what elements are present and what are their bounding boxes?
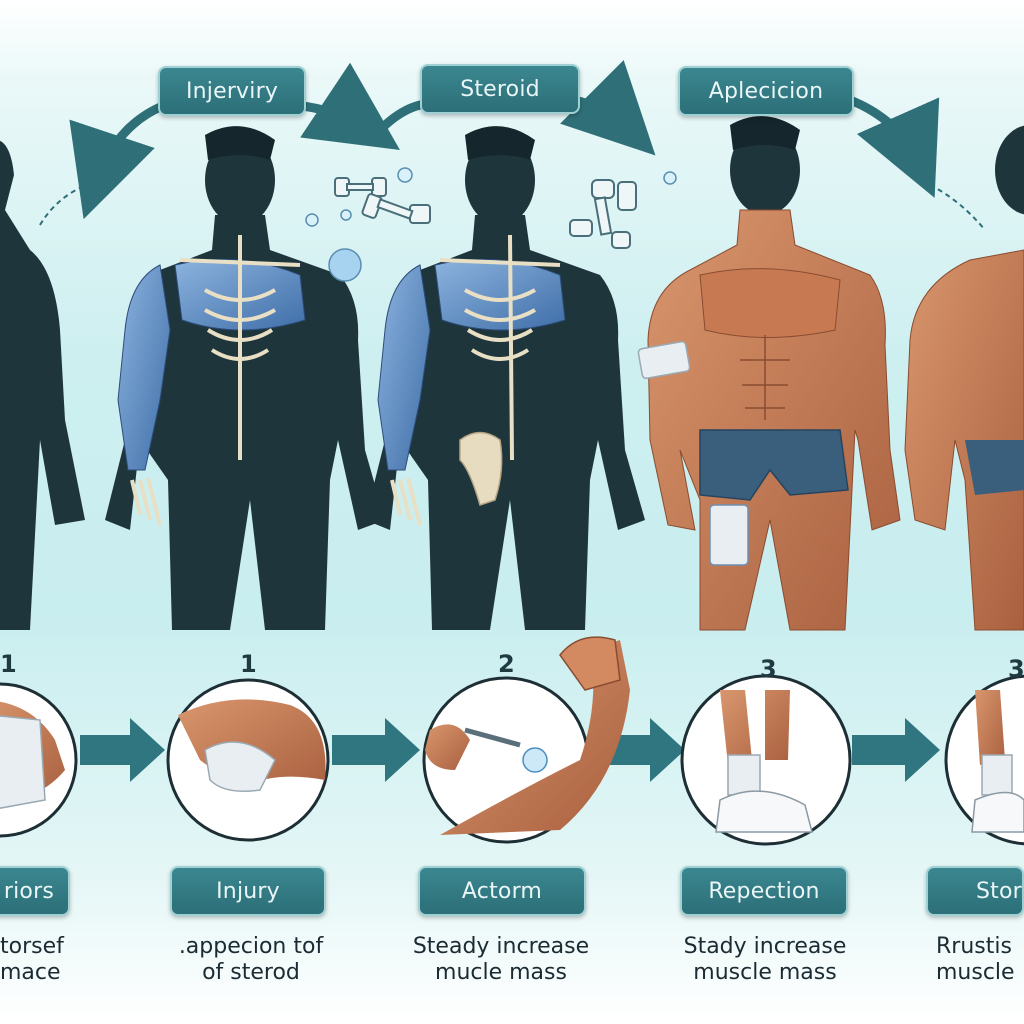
step-circle-4 [680,674,852,846]
caption-2: .appecion tof of sterod [156,934,346,986]
dumbbell-icon-2 [569,179,637,249]
caption-5: Rrustis muscle [936,934,1024,986]
caption-line: of sterod [202,960,300,985]
caption-line: .appecion tof [178,934,324,959]
caption-3: Steady increase mucle mass [396,934,606,986]
step-number: 2 [498,650,515,678]
figure-silhouette-left [0,140,85,630]
dumbbell-icon [334,177,431,224]
step-circle-1 [0,682,78,838]
bottom-label-1: riors [0,866,70,916]
caption-line: torsef [0,934,64,959]
figure-muscular [637,116,901,631]
caption-line: Stady increase [683,934,847,959]
bubble-icons [305,167,677,282]
top-label-application: Aplecicion [678,66,854,116]
dashed-arrow-left [39,187,81,226]
bottom-label-action: Actorm [418,866,586,916]
caption-4: Stady increase muscle mass [660,934,870,986]
step-circle-2 [166,678,330,842]
caption-1: torsef mace [0,934,80,986]
top-label-injury: Injerviry [158,66,306,116]
figure-injured-skeleton [105,126,385,630]
figure-muscular-right [904,125,1024,631]
step-circle-5 [944,674,1024,846]
step-number: 1 [240,650,257,678]
caption-line: muscle mass [693,960,837,985]
step-number: 3 [1008,655,1024,683]
caption-line: Steady increase [412,934,590,959]
step-number: 3 [760,655,777,683]
caption-line: muscle [936,960,1015,985]
figure-steroid-skeleton [365,126,645,630]
bottom-label-repetition: Repection [680,866,848,916]
bottom-label-5: Stor [926,866,1024,916]
bottom-label-injury: Injury [170,866,326,916]
step-number: 1 [0,650,17,678]
caption-line: mucle mass [435,960,567,985]
dashed-arrow-right [929,184,986,231]
caption-line: Rrustis [936,934,1012,959]
top-label-steroid: Steroid [420,64,580,114]
step-circle-3 [422,636,630,844]
caption-line: mace [0,960,61,985]
step-arrows [80,718,940,782]
